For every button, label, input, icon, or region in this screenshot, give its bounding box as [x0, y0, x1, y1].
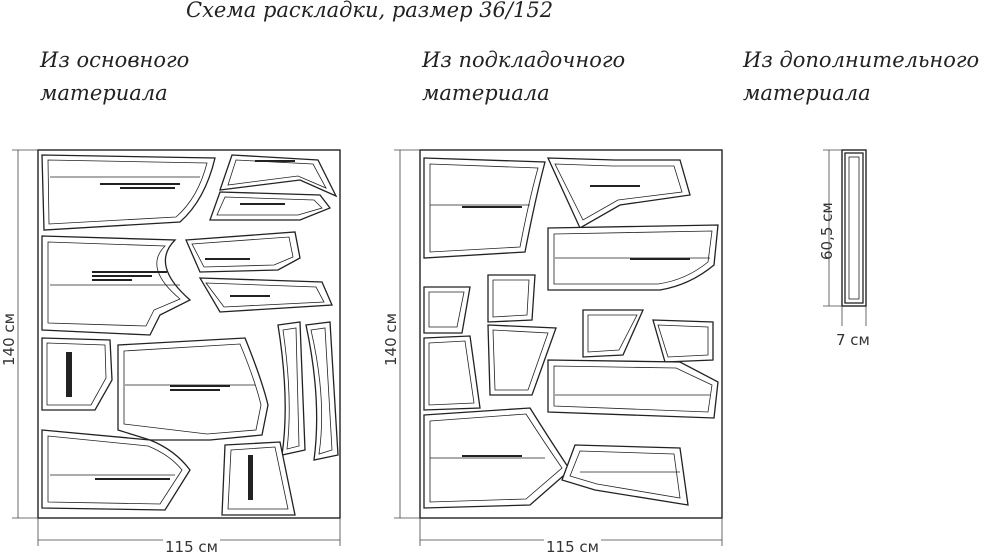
section-lining-heading: Из подкладочного материала: [422, 44, 625, 110]
extra-height-label: 60,5 см: [818, 202, 836, 260]
section-main-heading: Из основного материала: [40, 44, 189, 110]
extra-width-label: 7 см: [836, 331, 870, 349]
section-lining-line1: Из подкладочного: [422, 48, 626, 72]
lining-width-label: 115 см: [544, 538, 601, 556]
layout-title: Схема раскладки, размер 36/152: [186, 0, 554, 22]
extra-material-sheet: [823, 149, 867, 326]
lining-height-label: 140 см: [382, 313, 400, 366]
main-height-label: 140 см: [0, 313, 18, 366]
section-extra-line2: материала: [743, 81, 871, 105]
section-extra-heading: Из дополнительного материала: [743, 44, 979, 110]
main-width-label: 115 см: [163, 538, 220, 556]
section-main-line2: материала: [40, 81, 168, 105]
section-lining-line2: материала: [422, 81, 550, 105]
section-main-line1: Из основного: [40, 48, 190, 72]
main-material-sheet: [12, 149, 341, 546]
section-extra-line1: Из дополнительного: [743, 48, 980, 72]
lining-material-sheet: [394, 149, 723, 546]
